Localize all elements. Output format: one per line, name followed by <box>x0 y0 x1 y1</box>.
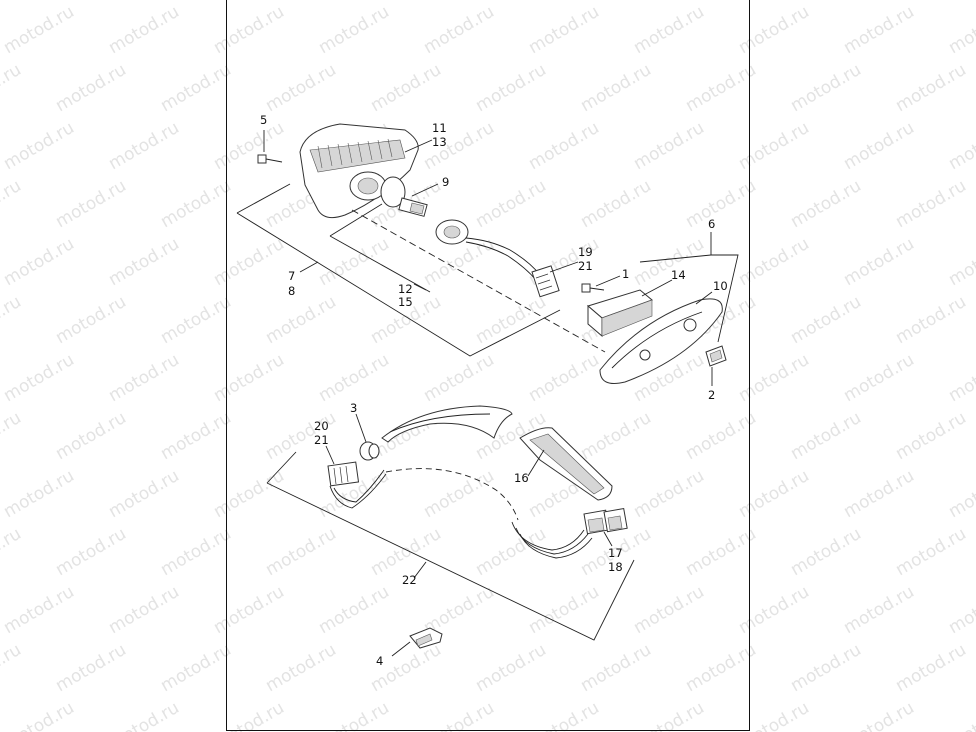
lens-10 <box>599 298 723 384</box>
clip-4 <box>409 627 443 649</box>
callout-2: 2 <box>708 388 715 402</box>
lower-leader-lines <box>266 413 635 657</box>
callout-6: 6 <box>708 217 715 231</box>
socket-connector <box>435 219 560 298</box>
diagram-sheet <box>226 0 750 731</box>
callout-13: 13 <box>432 135 447 149</box>
callout-19: 19 <box>578 245 593 259</box>
callout-4: 4 <box>376 654 383 668</box>
callout-21-upper: 21 <box>578 259 593 273</box>
callout-labels: 5 11 13 9 6 19 21 1 14 10 7 8 12 15 2 3 … <box>260 113 728 668</box>
callout-20: 20 <box>314 419 329 433</box>
callout-12: 12 <box>398 282 413 296</box>
trim-strip <box>381 405 513 443</box>
screw-5 <box>257 154 283 164</box>
screw-1 <box>581 283 605 293</box>
clip-2 <box>705 345 727 367</box>
grommet-3 <box>359 441 380 461</box>
harness-22 <box>327 461 628 559</box>
callout-9: 9 <box>442 175 449 189</box>
callout-18: 18 <box>608 560 623 574</box>
callout-1: 1 <box>622 267 629 281</box>
callout-5: 5 <box>260 113 267 127</box>
callout-3: 3 <box>350 401 357 415</box>
lamp-housing <box>299 123 419 219</box>
module-14 <box>586 289 653 338</box>
upper-leader-lines <box>236 130 739 386</box>
callout-17: 17 <box>608 546 623 560</box>
callout-15: 15 <box>398 295 413 309</box>
bulb-socket <box>380 176 428 217</box>
callout-22: 22 <box>402 573 417 587</box>
callout-21-lower: 21 <box>314 433 329 447</box>
callout-16: 16 <box>514 471 529 485</box>
callout-7: 7 <box>288 269 295 283</box>
lens-16 <box>519 427 613 501</box>
callout-14: 14 <box>671 268 686 282</box>
callout-10: 10 <box>713 279 728 293</box>
callout-11: 11 <box>432 121 447 135</box>
callout-8: 8 <box>288 284 295 298</box>
